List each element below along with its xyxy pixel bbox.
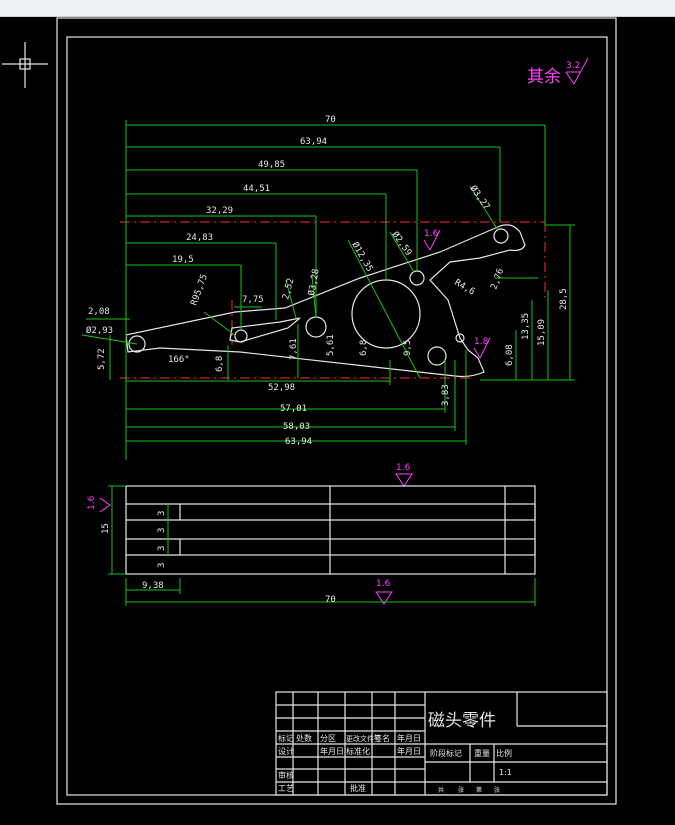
svg-text:3: 3 [157,511,167,516]
svg-text:13,35: 13,35 [521,313,531,340]
svg-text:重量: 重量 [474,748,490,758]
svg-text:审核: 审核 [278,770,294,780]
svg-text:49,85: 49,85 [258,160,285,170]
svg-text:比例: 比例 [496,748,512,758]
dim-lines-top [125,120,546,460]
scale-value: 1:1 [499,768,512,777]
dim-lines-right [480,224,575,381]
svg-text:57,01: 57,01 [280,404,307,414]
svg-text:R95,75: R95,75 [189,273,210,307]
roughness-mark-icon [99,497,111,513]
title-block [275,691,608,796]
svg-text:签名: 签名 [374,733,390,743]
svg-text:52,98: 52,98 [268,383,295,393]
roughness-mark-icon [375,591,393,605]
svg-text:2,52: 2,52 [281,277,296,301]
svg-text:1.6: 1.6 [376,579,391,589]
dim-lines-feature [203,185,538,379]
outer-frame [56,17,617,805]
svg-text:24,83: 24,83 [186,233,213,243]
roughness-mark-icon [395,473,413,487]
svg-text:标记: 标记 [278,733,294,743]
svg-text:1.6: 1.6 [396,463,411,473]
section-dims [108,485,536,606]
svg-text:2,76: 2,76 [489,267,506,291]
svg-text:工艺: 工艺 [278,784,294,793]
svg-text:63,94: 63,94 [300,137,327,147]
svg-text:设计: 设计 [278,746,294,756]
svg-text:32,29: 32,29 [206,206,233,216]
dim-lines-left [81,318,229,380]
svg-text:1.6: 1.6 [87,495,97,510]
svg-text:3: 3 [157,563,167,568]
svg-text:3: 3 [157,546,167,551]
svg-text:标准化: 标准化 [346,746,370,756]
svg-text:张: 张 [494,786,500,794]
svg-text:1.8: 1.8 [474,337,489,347]
svg-text:166°: 166° [168,355,190,365]
svg-text:年月日: 年月日 [397,733,421,743]
svg-text:R4,6: R4,6 [453,278,477,298]
svg-text:2,08: 2,08 [88,307,110,317]
svg-text:6,8: 6,8 [215,356,225,372]
svg-text:阶段标记: 阶段标记 [430,748,462,758]
roughness-label: 其余 [527,67,561,87]
inner-frame [66,36,608,796]
svg-text:Ø2,93: Ø2,93 [86,325,113,336]
svg-text:7,61: 7,61 [289,338,299,360]
svg-text:更改文件号: 更改文件号 [346,734,381,743]
part-name: 磁头零件 [428,711,496,731]
svg-text:70: 70 [325,115,336,125]
dim-lines-bottom [126,350,467,445]
svg-text:6,08: 6,08 [505,344,515,366]
svg-text:批准: 批准 [350,783,366,793]
svg-text:3,83: 3,83 [441,384,451,406]
svg-text:共: 共 [438,786,444,794]
roughness-symbol-icon [565,57,589,85]
svg-text:1.6: 1.6 [424,229,439,239]
part-holes [128,228,509,366]
svg-text:张: 张 [458,786,464,794]
svg-text:5,72: 5,72 [97,348,107,370]
svg-text:Ø3,27: Ø3,27 [468,183,493,212]
viewer-toolbar [0,0,675,17]
svg-text:Ø2,59: Ø2,59 [390,229,415,258]
svg-text:9,38: 9,38 [142,581,164,591]
svg-text:处数: 处数 [296,733,312,743]
svg-text:28,5: 28,5 [559,288,569,310]
svg-text:3: 3 [157,528,167,533]
roughness-value: 3.2 [566,61,580,71]
svg-text:5,61: 5,61 [326,334,336,356]
svg-text:6,8: 6,8 [359,340,369,356]
crosshair-icon [2,42,48,88]
svg-text:7,75: 7,75 [242,295,264,305]
svg-text:年月日: 年月日 [397,746,421,756]
svg-text:Ø3,28: Ø3,28 [306,268,322,297]
svg-text:19,5: 19,5 [172,255,194,265]
svg-text:第: 第 [476,786,482,794]
svg-text:63,94: 63,94 [285,437,312,447]
svg-text:44,51: 44,51 [243,184,270,194]
roughness-marks: 1.6 1.8 1.6 1.6 1.6 [87,229,491,605]
svg-text:15,09: 15,09 [537,319,547,346]
svg-text:年月日: 年月日 [320,746,344,756]
svg-text:15: 15 [101,523,111,534]
svg-text:58,03: 58,03 [283,422,310,432]
svg-text:9,5: 9,5 [403,340,413,356]
roughness-mark-icon [473,337,491,360]
svg-text:Ø12,35: Ø12,35 [349,240,375,274]
section-view [125,485,536,575]
svg-text:分区: 分区 [320,734,336,743]
svg-text:70: 70 [325,595,336,605]
roughness-mark-icon [423,229,441,252]
